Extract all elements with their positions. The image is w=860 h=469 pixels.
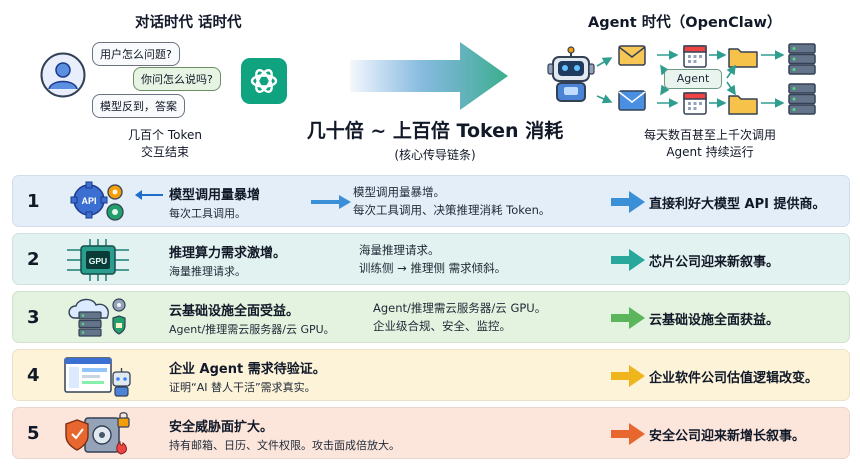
- row-outcome-arrow: [611, 423, 645, 445]
- caption-line-calls: 每天数百甚至上千次调用: [643, 128, 776, 142]
- row-title: 推理算力需求激增。: [169, 246, 287, 261]
- row-subtitle: Agent/推理需云服务器/云 GPU。: [169, 323, 335, 336]
- api-gears-icon: API: [70, 181, 124, 221]
- row-number: 5: [27, 423, 40, 444]
- chain-row-5: 5 安全威胁面扩大。 持有邮箱、日历、文件权限。攻击面成倍放大。 安全公司迎来新…: [12, 407, 850, 459]
- row-outcome: 安全公司迎来新增长叙事。: [649, 429, 806, 444]
- row-outcome-arrow: [611, 307, 645, 329]
- row-subtitle: 证明“AI 替人干活”需求真实。: [169, 381, 316, 394]
- era-transition-arrow: [350, 42, 508, 110]
- row-number: 3: [27, 307, 40, 328]
- row-mid-line-1: 海量推理请求。: [359, 243, 440, 257]
- calendar-icon: [683, 92, 707, 115]
- row-subtitle: 海量推理请求。: [169, 265, 246, 278]
- mail-icon: [618, 90, 646, 111]
- chain-row-4: 4 企业 Agent 需求待验证。 证明“AI 替人干活”需求真实。 企业软件公…: [12, 349, 850, 401]
- chatgpt-logo-icon: [241, 58, 287, 104]
- chat-era-caption: 几百个 Token 交互结束: [110, 127, 220, 161]
- chat-bubble-user-question: 用户怎么问题?: [92, 42, 180, 66]
- row-title: 企业 Agent 需求待验证。: [169, 362, 326, 377]
- row-subtitle: 每次工具调用。: [169, 207, 246, 220]
- token-multiplier-title: 几十倍 ~ 上百倍 Token 消耗: [306, 120, 564, 142]
- server-icon: [788, 43, 816, 75]
- shield-safe-fire-icon: [65, 412, 130, 455]
- row-mid-arrow: [311, 195, 351, 209]
- row-outcome-arrow: [611, 249, 645, 271]
- row-outcome: 芯片公司迎来新叙事。: [649, 255, 780, 270]
- caption-line-running: Agent 持续运行: [666, 145, 754, 159]
- row-mid-line-1: 模型调用量暴增。: [353, 185, 445, 199]
- calendar-icon: [683, 45, 707, 68]
- row-title: 云基础设施全面受益。: [169, 304, 300, 319]
- row-title: 安全威胁面扩大。: [169, 420, 274, 435]
- row-outcome-arrow: [611, 365, 645, 387]
- svg-text:API: API: [81, 196, 96, 206]
- row-outcome-arrow: [611, 191, 645, 213]
- cloud-server-lock-icon: [68, 298, 126, 337]
- row-number: 2: [27, 249, 40, 270]
- mail-icon: [618, 45, 646, 66]
- row-mid-line-2: 企业级合规、安全、监控。: [373, 319, 511, 333]
- svg-text:GPU: GPU: [89, 256, 107, 266]
- chat-bubble-answer: 模型反到，答案: [92, 94, 185, 118]
- server-icon: [788, 83, 816, 115]
- row-outcome: 云基础设施全面获益。: [649, 313, 780, 328]
- row-number: 1: [27, 191, 40, 212]
- robot-icon: [547, 46, 595, 102]
- agent-era-caption: 每天数百甚至上千次调用 Agent 持续运行: [610, 127, 810, 161]
- agent-era-title: Agent 时代（OpenClaw）: [588, 15, 782, 31]
- row-outcome: 直接利好大模型 API 提供商。: [649, 197, 826, 212]
- row-outcome: 企业软件公司估值逻辑改变。: [649, 371, 819, 386]
- chat-bubble-model-reply: 你问怎么说吗?: [133, 67, 221, 91]
- chain-row-1: 1 API 模型调用量暴增 每次工具调用。 模型调用量暴增。 每次工具调用、决策…: [12, 175, 850, 227]
- token-multiplier-subtitle: (核心传导链条): [394, 148, 476, 162]
- agent-node-label: Agent: [664, 69, 722, 89]
- row-title: 模型调用量暴增: [169, 188, 261, 203]
- row-mid-line-1: Agent/推理需云服务器/云 GPU。: [373, 301, 547, 315]
- row-number: 4: [27, 365, 40, 386]
- caption-line-tokens: 几百个 Token: [128, 128, 202, 142]
- feedback-arrow-icon: [135, 190, 163, 200]
- chain-row-2: 2 GPU 推理算力需求激增。 海量推理请求。 海量推理请求。 训练侧 → 推理…: [12, 233, 850, 285]
- caption-line-end: 交互结束: [140, 145, 189, 159]
- chain-row-3: 3 云基础设施全面受益。 Agent/推理需云服务器/云 GPU。 Agent/…: [12, 291, 850, 343]
- enterprise-dashboard-robot-icon: [64, 357, 131, 397]
- row-subtitle: 持有邮箱、日历、文件权限。攻击面成倍放大。: [169, 439, 400, 452]
- row-mid-line-2: 训练侧 → 推理侧 需求倾斜。: [359, 261, 507, 275]
- gpu-chip-icon: GPU: [67, 239, 129, 281]
- folder-icon: [728, 95, 758, 115]
- chat-era-title: 对话时代 话时代: [135, 15, 242, 31]
- user-avatar-icon: [40, 52, 86, 98]
- row-mid-line-2: 每次工具调用、决策推理消耗 Token。: [353, 203, 551, 217]
